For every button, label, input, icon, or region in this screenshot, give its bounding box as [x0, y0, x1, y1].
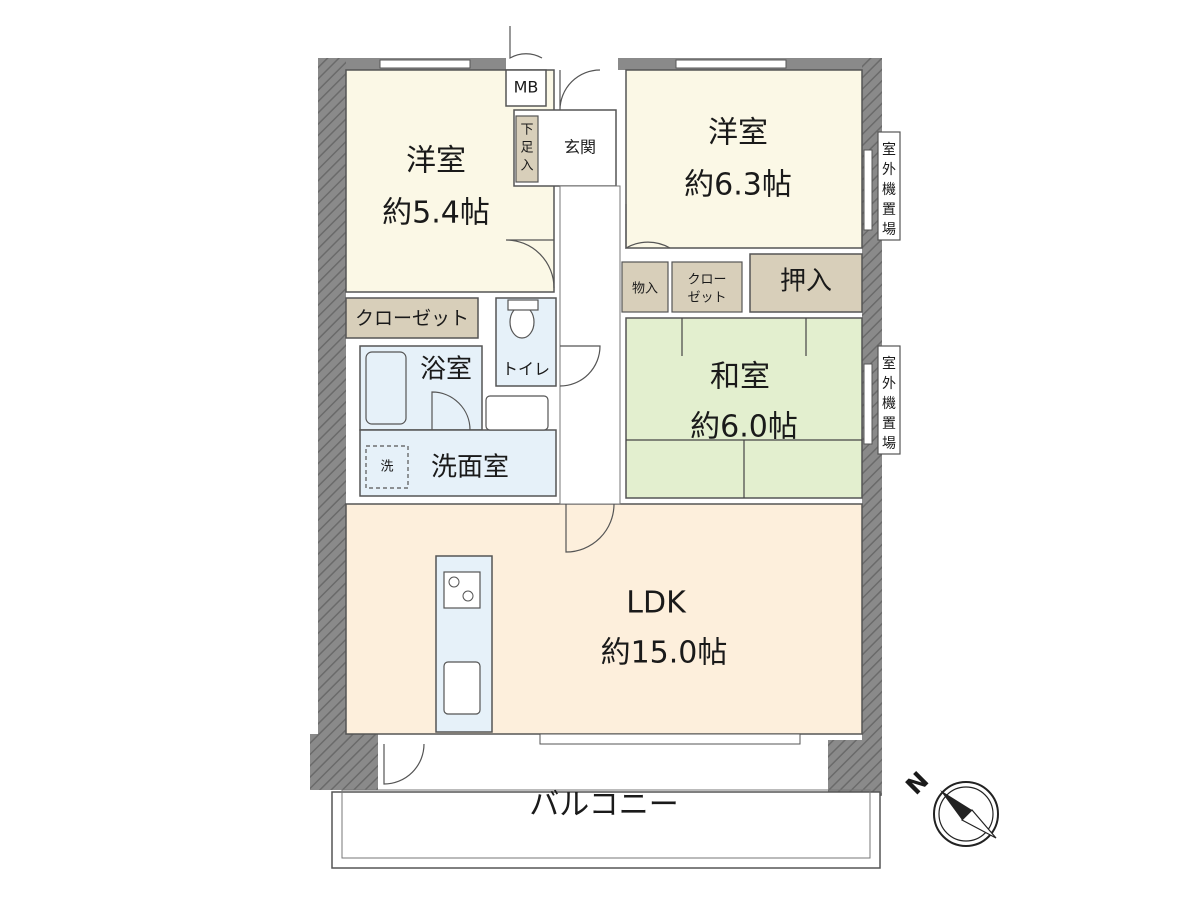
- wash-basin: [485, 395, 549, 431]
- western-1-size: 約5.4帖: [382, 196, 490, 231]
- outdoor-unit-space-1: [877, 131, 901, 241]
- room-ldk: [345, 503, 863, 735]
- door-western-2: [625, 204, 671, 250]
- window-right-1: [863, 149, 873, 231]
- bathtub: [365, 351, 407, 425]
- closet-2-label-2: ゼット: [687, 291, 726, 306]
- toilet-tank: [507, 299, 539, 311]
- closet-1-label: クローゼット: [355, 308, 469, 330]
- pillar-bottom-right: [828, 740, 882, 796]
- storage-small-label: 物入: [632, 282, 658, 297]
- door-bath: [431, 391, 471, 431]
- ldk-name: LDK: [626, 586, 687, 621]
- stove-burner-2: [462, 590, 474, 602]
- balcony-inner: [341, 789, 871, 859]
- hallway: [559, 185, 621, 505]
- toilet-bowl: [509, 305, 535, 339]
- washroom: [359, 429, 557, 497]
- compass-north-label: N: [900, 766, 934, 800]
- ldk-size: 約15.0帖: [601, 636, 728, 671]
- shoe-storage: [515, 115, 539, 183]
- outdoor-unit-2-label-1: 室: [882, 355, 896, 372]
- oshiire-label: 押入: [780, 267, 832, 297]
- bath-name: 浴室: [420, 355, 472, 385]
- kitchen-sink: [443, 661, 481, 715]
- outdoor-unit-1-label-1: 室: [882, 141, 896, 158]
- outdoor-unit-1-label-4: 置: [882, 202, 896, 218]
- mb-label: MB: [514, 78, 539, 97]
- door-mb: [509, 26, 543, 60]
- door-western-1: [505, 239, 555, 289]
- outdoor-unit-1-label-3: 機: [882, 182, 896, 198]
- western-2-size: 約6.3帖: [684, 168, 792, 203]
- door-balcony: [383, 743, 425, 785]
- japanese-size: 約6.0帖: [690, 410, 798, 445]
- toilet-name: トイレ: [502, 360, 550, 379]
- entrance-name: 玄関: [564, 138, 596, 157]
- closet-2: [671, 261, 743, 313]
- door-ldk: [565, 503, 615, 553]
- shoe-storage-label-2: 足: [520, 141, 533, 156]
- washer-space: [365, 445, 409, 489]
- window-right-2: [863, 363, 873, 445]
- outdoor-unit-1-label-5: 場: [882, 222, 896, 238]
- balcony-label: バルコニー: [529, 788, 678, 823]
- outdoor-unit-2-label-4: 置: [882, 416, 896, 432]
- washroom-name: 洗面室: [431, 453, 509, 483]
- room-western-2: [625, 69, 863, 249]
- window-balcony: [539, 733, 801, 745]
- western-1-name: 洋室: [406, 144, 466, 179]
- pillar-bottom-left: [310, 734, 378, 790]
- door-entrance: [559, 69, 601, 111]
- closet-2-label-1: クロー: [687, 273, 726, 288]
- compass-icon: [933, 781, 999, 847]
- western-2-name: 洋室: [708, 116, 768, 151]
- washer-label: 洗: [380, 460, 393, 475]
- stove-burner-1: [448, 576, 460, 588]
- outdoor-unit-1-label-2: 外: [882, 162, 896, 178]
- wall-left: [318, 60, 346, 740]
- closet-1: [345, 297, 479, 339]
- storage-small: [621, 261, 669, 313]
- mb-box: [505, 69, 547, 107]
- oshiire: [749, 253, 863, 313]
- shoe-storage-label-1: 下: [520, 123, 533, 138]
- outdoor-unit-2-label-2: 外: [882, 376, 896, 392]
- outdoor-unit-2-label-5: 場: [882, 436, 896, 452]
- shoe-storage-label-3: 入: [520, 159, 533, 174]
- window-top-1: [379, 59, 471, 69]
- window-top-2: [675, 59, 787, 69]
- outdoor-unit-2-label-3: 機: [882, 396, 896, 412]
- balcony: [331, 791, 881, 869]
- outdoor-unit-space-2: [877, 345, 901, 455]
- stove: [443, 571, 481, 609]
- japanese-name: 和室: [710, 360, 770, 395]
- door-toilet: [559, 345, 601, 387]
